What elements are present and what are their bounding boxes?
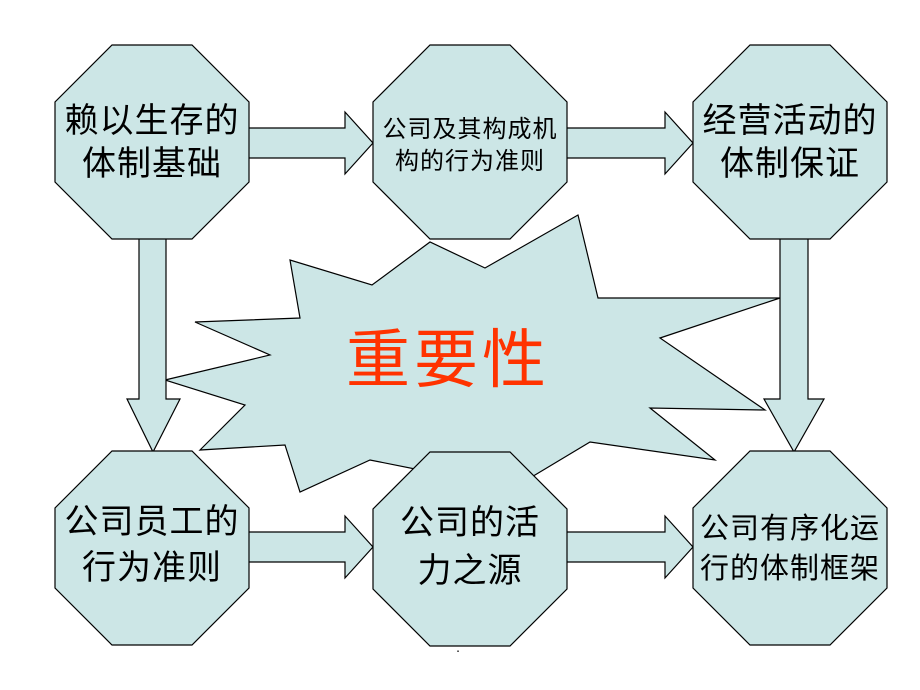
node-operation-guarantee (692, 44, 888, 240)
orderly-framework-line2: 行的体制框架 (700, 551, 880, 585)
operation-guarantee-line2: 体制保证 (720, 144, 860, 184)
arrow-conduct-to-operation (559, 110, 694, 176)
importance-label: 重要性 (346, 324, 550, 398)
survival-basis-line2: 体制基础 (82, 144, 222, 184)
vitality-source-line1: 公司的活 (400, 503, 540, 543)
employee-rules-line2: 行为准则 (82, 548, 222, 588)
node-employee-rules (54, 450, 250, 646)
arrow-vitality-to-framework (559, 514, 694, 580)
survival-basis-line1: 赖以生存的 (65, 101, 240, 141)
conduct-rules-line2: 构的行为准则 (395, 147, 545, 175)
employee-rules-line1: 公司员工的 (65, 502, 240, 542)
importance-starburst (162, 214, 781, 493)
footer-mark: . (456, 641, 460, 655)
node-vitality-source (372, 451, 568, 647)
operation-guarantee-line1: 经营活动的 (703, 101, 878, 141)
arrow-survival-to-employee (126, 229, 181, 454)
arrow-operation-to-framework (762, 229, 826, 454)
node-conduct-rules (372, 44, 568, 240)
arrow-survival-to-conduct (239, 110, 374, 176)
vitality-source-line2: 力之源 (418, 551, 523, 591)
node-survival-basis (54, 44, 250, 240)
conduct-rules-line1: 公司及其构成机 (383, 115, 558, 143)
node-orderly-framework (692, 450, 888, 646)
orderly-framework-line1: 公司有序化运 (700, 511, 880, 545)
arrow-employee-to-vitality (239, 514, 374, 580)
